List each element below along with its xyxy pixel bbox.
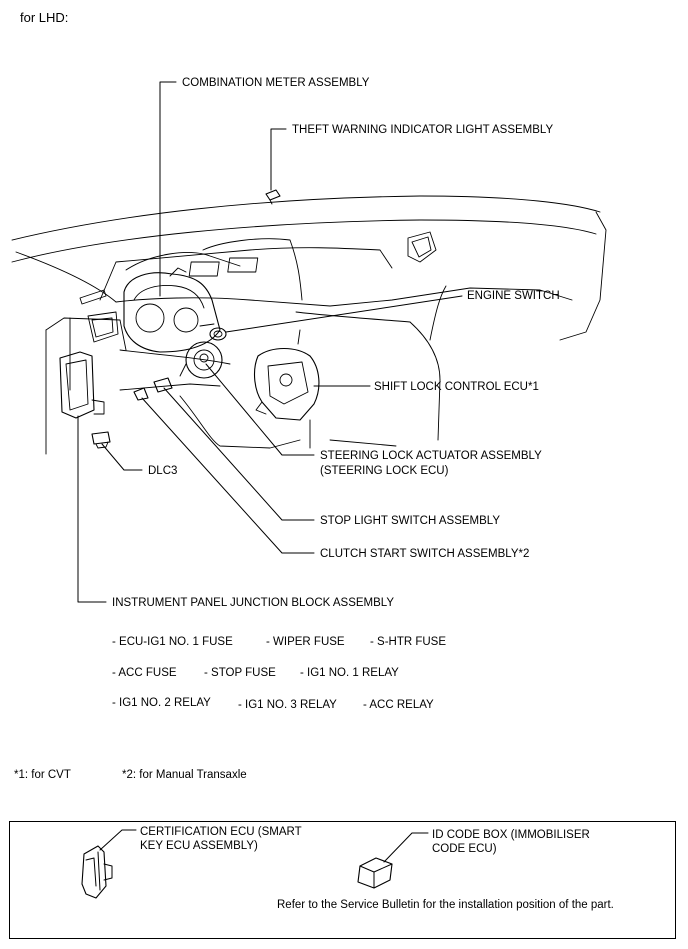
leader-theft-warning	[270, 128, 287, 191]
leader-clutch-start	[141, 397, 315, 554]
label-certification-ecu-2: KEY ECU ASSEMBLY)	[140, 840, 258, 852]
junction-item: - ACC FUSE	[112, 667, 177, 679]
junction-item: - IG1 NO. 1 RELAY	[300, 667, 399, 679]
dlc3-part	[91, 431, 111, 449]
service-bulletin-note: Refer to the Service Bulletin for the in…	[277, 899, 614, 911]
label-engine-switch: ENGINE SWITCH	[467, 290, 560, 302]
label-shift-lock: SHIFT LOCK CONTROL ECU*1	[374, 381, 539, 393]
leader-certification-ecu	[99, 829, 137, 851]
junction-block-part	[59, 351, 105, 419]
label-junction-block: INSTRUMENT PANEL JUNCTION BLOCK ASSEMBLY	[112, 597, 395, 609]
page-header: for LHD:	[20, 10, 69, 25]
label-certification-ecu-1: CERTIFICATION ECU (SMART	[140, 826, 302, 838]
label-stop-light: STOP LIGHT SWITCH ASSEMBLY	[320, 515, 501, 527]
theft-warning-part	[265, 189, 281, 205]
label-steering-lock-2: (STEERING LOCK ECU)	[320, 465, 449, 477]
leader-junction-block	[77, 415, 107, 603]
leader-engine-switch	[225, 295, 463, 333]
junction-item: - S-HTR FUSE	[370, 636, 447, 648]
reference-box	[9, 821, 676, 939]
label-steering-lock-1: STEERING LOCK ACTUATOR ASSEMBLY	[320, 450, 542, 462]
label-id-code-box-1: ID CODE BOX (IMMOBILISER	[432, 829, 590, 841]
stop-light-switch-part	[153, 377, 173, 393]
clutch-start-switch-part	[133, 387, 149, 401]
label-dlc3: DLC3	[148, 465, 178, 477]
box-leader-lines	[99, 829, 429, 863]
junction-item: - IG1 NO. 3 RELAY	[238, 699, 337, 711]
junction-item: - WIPER FUSE	[266, 636, 345, 648]
leader-steering-lock	[205, 363, 315, 456]
leader-combination-meter	[159, 81, 177, 297]
footnote-manual-transaxle: *2: for Manual Transaxle	[122, 769, 247, 781]
junction-item: - ACC RELAY	[363, 699, 434, 711]
leader-id-code-box	[383, 832, 429, 863]
engine-switch-part	[209, 327, 227, 341]
leader-stop-light	[163, 387, 315, 521]
certification-ecu-part	[81, 845, 113, 899]
label-theft-warning: THEFT WARNING INDICATOR LIGHT ASSEMBLY	[292, 124, 554, 136]
label-id-code-box-2: CODE ECU)	[432, 843, 497, 855]
steering-lock-part	[179, 341, 223, 379]
junction-item: - IG1 NO. 2 RELAY	[112, 697, 211, 709]
footnote-cvt: *1: for CVT	[14, 769, 71, 781]
leader-lines	[77, 81, 463, 603]
junction-item: - STOP FUSE	[204, 667, 276, 679]
dashboard-outline	[11, 195, 607, 455]
label-clutch-start: CLUTCH START SWITCH ASSEMBLY*2	[320, 548, 530, 560]
label-combination-meter: COMBINATION METER ASSEMBLY	[182, 77, 370, 89]
junction-item: - ECU-IG1 NO. 1 FUSE	[112, 636, 233, 648]
id-code-box-part	[357, 857, 393, 889]
shift-lock-part	[253, 329, 320, 421]
combination-meter-part	[123, 267, 221, 353]
leader-dlc3	[101, 443, 143, 471]
